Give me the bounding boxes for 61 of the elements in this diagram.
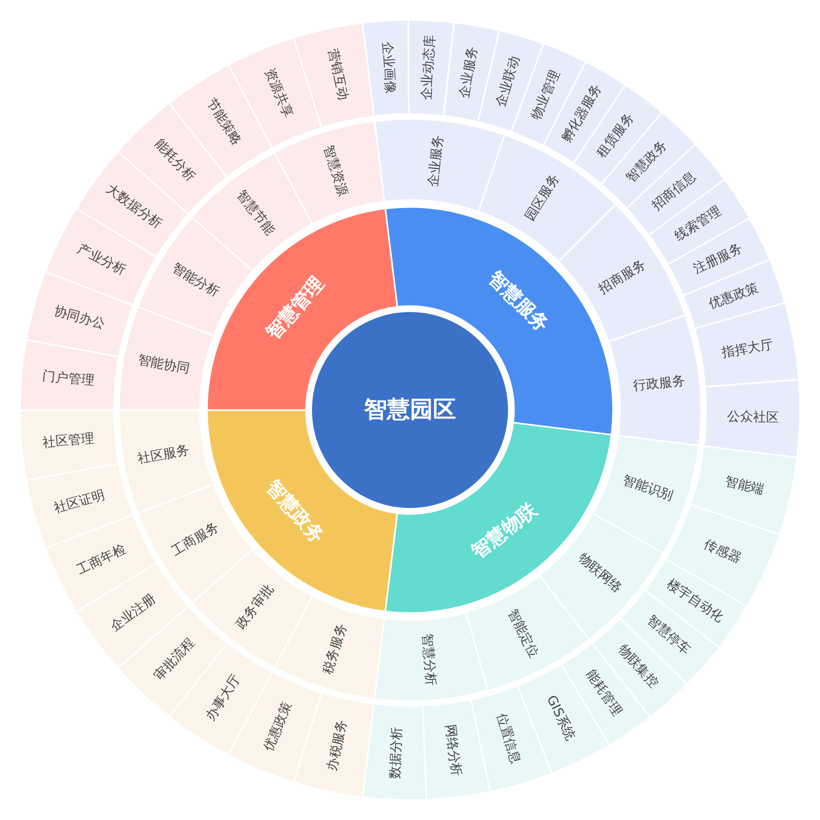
segment-label: 协同办公 [52, 304, 107, 332]
segment-label: 行政服务 [632, 374, 686, 394]
segment-label: GIS系统 [543, 693, 578, 744]
segment-label: 位置信息 [493, 712, 523, 766]
segment-label: 大数据分析 [102, 182, 164, 232]
segment-label: 公众社区 [726, 409, 780, 426]
segment-label: 门户管理 [42, 369, 95, 389]
segment-label: 办事大厅 [203, 672, 244, 724]
segment-label: 智慧物联 [468, 498, 542, 564]
segment-label: 企业服务 [457, 45, 481, 99]
ring-segment [292, 22, 375, 128]
segment-label: 园区服务 [522, 172, 563, 224]
segment-label: 税务服务 [320, 622, 350, 676]
segment-label: 智能分析 [169, 260, 222, 300]
ring-segment [118, 409, 214, 514]
segment-label: 智能识别 [620, 473, 675, 504]
segment-label: 企业联动 [494, 54, 523, 108]
segment-label: 智能定位 [504, 607, 542, 660]
center-circle [312, 312, 508, 508]
segment-label: 办税服务 [324, 718, 350, 772]
segment-label: 社区证明 [52, 488, 107, 516]
segment-label: 能耗分析 [151, 136, 198, 184]
segment-label: 资源共享 [262, 66, 296, 120]
ring-segment [592, 434, 700, 554]
segment-label: 审批流程 [151, 636, 198, 684]
center-label: 智慧园区 [364, 397, 456, 423]
ring-segment [274, 120, 386, 225]
ring-segment [118, 306, 214, 411]
ring-segment [274, 595, 386, 700]
segment-label: 企业动态库 [419, 34, 438, 100]
segment-label: 指挥大厅 [720, 337, 774, 362]
segment-label: 工商服务 [169, 520, 222, 560]
segment-label: 数据分析 [388, 726, 405, 779]
ring-segment [374, 612, 489, 702]
segment-label: 企业画像 [379, 41, 398, 94]
segment-label: 优惠政策 [706, 280, 761, 312]
segment-label: 营销互动 [324, 48, 350, 102]
segment-label: 产业分析 [74, 242, 128, 278]
segment-label: 招商服务 [596, 257, 648, 298]
segment-label: 智慧资源 [320, 144, 350, 198]
segment-label: 传感器 [701, 536, 744, 567]
segment-label: 智慧政务 [262, 476, 328, 548]
segment-label: 企业服务 [426, 134, 446, 188]
segment-label: 工商年检 [74, 542, 128, 578]
segment-label: 智能协同 [136, 352, 191, 377]
segment-label: 社区管理 [42, 431, 95, 451]
ring-segment [608, 314, 702, 446]
segment-label: 物联网络 [575, 550, 624, 596]
segment-label: 优惠政策 [262, 700, 296, 754]
segment-label: 智慧节能 [233, 188, 278, 238]
segment-label: 智慧服务 [484, 266, 554, 336]
segment-label: 企业注册 [108, 592, 159, 635]
segment-label: 智慧分析 [419, 633, 438, 686]
segment-label: 节能策略 [203, 96, 244, 148]
segment-label: 智慧管理 [262, 272, 328, 344]
segment-label: 智能端 [724, 474, 766, 498]
segment-label: 政务审批 [233, 582, 278, 632]
ring-segment [690, 445, 798, 536]
segment-label: 网络分析 [442, 724, 464, 778]
ring-segment [703, 378, 801, 458]
segment-label: 社区服务 [136, 443, 191, 468]
